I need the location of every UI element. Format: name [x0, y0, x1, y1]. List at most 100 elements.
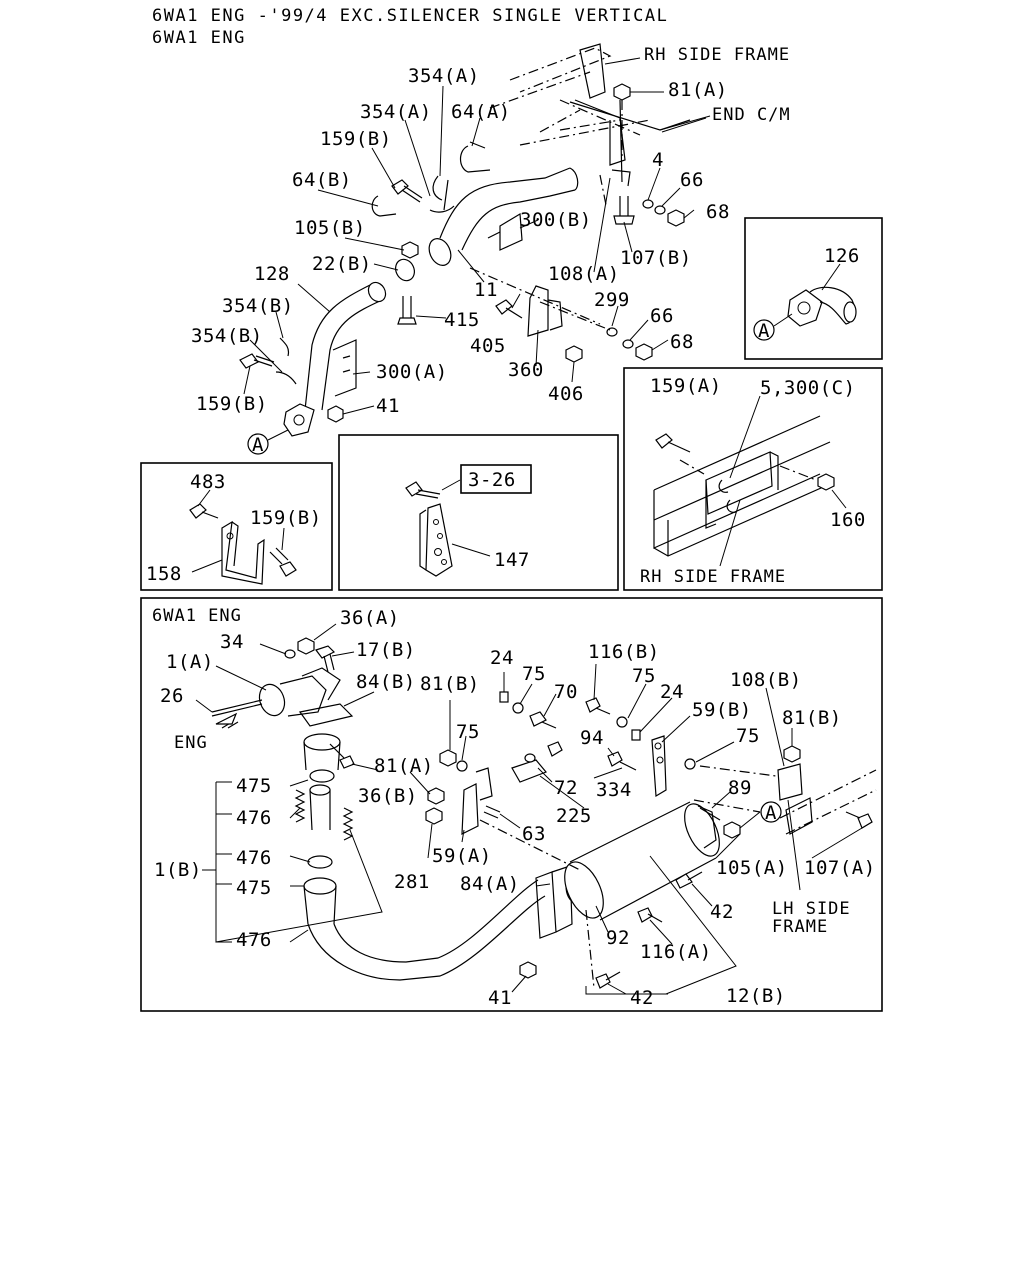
callout-94: 94 — [580, 727, 604, 749]
rh-side-frame-label: RH SIDE FRAME — [644, 45, 790, 65]
ref-a-lower: A — [765, 802, 777, 824]
callout-72: 72 — [554, 777, 578, 799]
callout-75-4: 75 — [736, 725, 760, 747]
callout-159b-1: 159(B) — [320, 128, 392, 150]
callout-84a: 84(A) — [460, 873, 520, 895]
ref-box-3-26-text: 3-26 — [468, 469, 516, 491]
callout-415: 415 — [444, 309, 480, 331]
callout-108a: 108(A) — [548, 263, 620, 285]
callout-41-lower: 41 — [488, 987, 512, 1009]
callout-68-2: 68 — [670, 331, 694, 353]
callout-84b: 84(B) — [356, 671, 416, 693]
callout-24-1: 24 — [490, 647, 514, 669]
callout-334: 334 — [596, 779, 632, 801]
callout-75-1: 75 — [522, 663, 546, 685]
diagram-header-line1: 6WA1 ENG -'99/4 EXC.SILENCER SINGLE VERT… — [152, 6, 668, 26]
callout-64a: 64(A) — [451, 101, 511, 123]
ref-a-inset: A — [758, 320, 770, 342]
upper-callout-labels: 354(A) 354(A) 64(A) 159(B) 64(B) 105(B) … — [191, 45, 791, 456]
callout-59a: 59(A) — [432, 845, 492, 867]
callout-406: 406 — [548, 383, 584, 405]
callout-17b: 17(B) — [356, 639, 416, 661]
lower-assembly — [140, 597, 883, 1012]
lower-box-title: 6WA1 ENG — [152, 606, 242, 626]
callout-105a: 105(A) — [716, 857, 788, 879]
callout-475-1: 475 — [236, 775, 272, 797]
callout-41: 41 — [376, 395, 400, 417]
callout-66-2: 66 — [650, 305, 674, 327]
callout-354a-2: 354(A) — [360, 101, 432, 123]
callout-405: 405 — [470, 335, 506, 357]
inset-bracket-147: 3-26 147 — [338, 434, 619, 591]
callout-63: 63 — [522, 823, 546, 845]
callout-476-3: 476 — [236, 929, 272, 951]
upper-assembly-drawing — [239, 43, 711, 455]
inset-126: 126 A — [744, 217, 883, 360]
callout-300a: 300(A) — [376, 361, 448, 383]
lower-callout-labels: 6WA1 ENG 36(A) 34 17(B) 1(A) 26 84(B) EN… — [152, 606, 876, 1009]
callout-107a: 107(A) — [804, 857, 876, 879]
callout-476-1: 476 — [236, 807, 272, 829]
callout-92: 92 — [606, 927, 630, 949]
callout-59b: 59(B) — [692, 699, 752, 721]
callout-126: 126 — [824, 245, 860, 267]
callout-483: 483 — [190, 471, 226, 493]
callout-360: 360 — [508, 359, 544, 381]
callout-354b-1: 354(B) — [222, 295, 294, 317]
inset-frame-bracket: 159(A) 5,300(C) 160 RH SIDE FRAME — [623, 367, 883, 591]
callout-75-2: 75 — [456, 721, 480, 743]
callout-26: 26 — [160, 685, 184, 707]
callout-299: 299 — [594, 289, 630, 311]
ref-box-3-26 — [460, 464, 532, 494]
callout-81b-2: 81(B) — [782, 707, 842, 729]
callout-105b: 105(B) — [294, 217, 366, 239]
callout-116a: 116(A) — [640, 941, 712, 963]
diagram-header-line2: 6WA1 ENG — [152, 28, 246, 48]
callout-4: 4 — [652, 149, 664, 171]
callout-158: 158 — [146, 563, 182, 585]
inset-bracket-158: 483 159(B) 158 — [140, 462, 333, 591]
callout-75-3: 75 — [632, 665, 656, 687]
callout-12b: 12(B) — [726, 985, 786, 1007]
callout-354b-2: 354(B) — [191, 325, 263, 347]
callout-107b: 107(B) — [620, 247, 692, 269]
callout-36b: 36(B) — [358, 785, 418, 807]
callout-116b: 116(B) — [588, 641, 660, 663]
callout-81a-lower: 81(A) — [374, 755, 434, 777]
callout-34: 34 — [220, 631, 244, 653]
callout-159b-inset: 159(B) — [250, 507, 322, 529]
lh-side-label: LH SIDE — [772, 899, 851, 919]
callout-476-2: 476 — [236, 847, 272, 869]
callout-11: 11 — [474, 279, 498, 301]
callout-42-2: 42 — [630, 987, 654, 1009]
callout-22b: 22(B) — [312, 253, 372, 275]
callout-225: 225 — [556, 805, 592, 827]
callout-42-1: 42 — [710, 901, 734, 923]
callout-36a: 36(A) — [340, 607, 400, 629]
end-cm-label: END C/M — [712, 105, 791, 125]
callout-147: 147 — [494, 549, 530, 571]
callout-81b-1: 81(B) — [420, 673, 480, 695]
callout-70: 70 — [554, 681, 578, 703]
callout-354a-1: 354(A) — [408, 65, 480, 87]
callout-24-2: 24 — [660, 681, 684, 703]
callout-64b: 64(B) — [292, 169, 352, 191]
callout-89: 89 — [728, 777, 752, 799]
callout-1a: 1(A) — [166, 651, 214, 673]
callout-108b: 108(B) — [730, 669, 802, 691]
eng-direction-label: ENG — [174, 733, 208, 753]
ref-a-upper: A — [252, 434, 264, 456]
frame-label: FRAME — [772, 917, 828, 937]
rh-side-frame-inset-label: RH SIDE FRAME — [640, 567, 786, 587]
callout-128: 128 — [254, 263, 290, 285]
callout-68-1: 68 — [706, 201, 730, 223]
callout-300b: 300(B) — [520, 209, 592, 231]
callout-475-2: 475 — [236, 877, 272, 899]
callout-281: 281 — [394, 871, 430, 893]
callout-5-300c: 5,300(C) — [760, 377, 856, 399]
callout-81a: 81(A) — [668, 79, 728, 101]
callout-159a: 159(A) — [650, 375, 722, 397]
callout-66-1: 66 — [680, 169, 704, 191]
callout-159b-2: 159(B) — [196, 393, 268, 415]
